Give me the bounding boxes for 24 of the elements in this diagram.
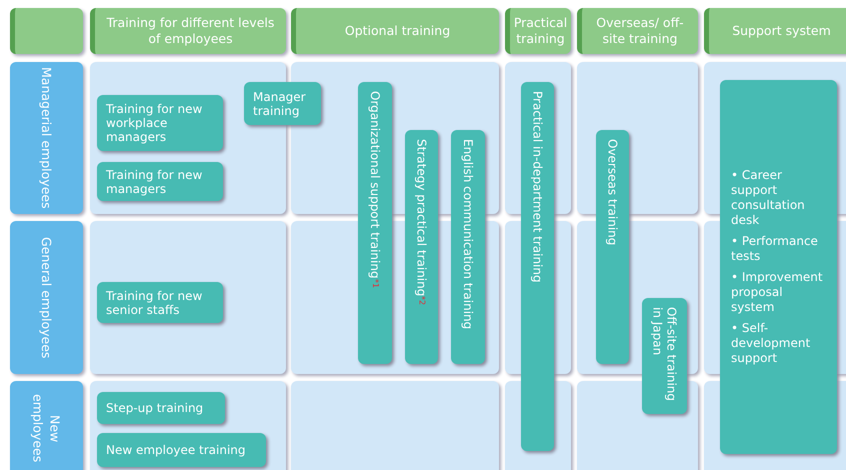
list-item: • Self-development support	[731, 321, 812, 366]
list-item: • Performance tests	[731, 234, 819, 264]
row-header: General employees	[10, 221, 83, 374]
training-bar: Practical in-department training	[521, 82, 554, 451]
column-header: Training for different levels of employees	[90, 8, 286, 54]
row-header: New employees	[10, 381, 83, 470]
corner-header	[10, 8, 83, 54]
list-item: • Career support consultation desk	[731, 168, 806, 228]
training-bar: Off-site training in Japan	[642, 298, 687, 414]
column-header: Support system	[704, 8, 846, 54]
training-box: Training for new workplace managers	[97, 95, 223, 151]
training-box: New employee training	[97, 433, 266, 467]
training-box: Manager training	[244, 82, 321, 125]
support-panel	[720, 80, 837, 454]
list-item: • Improvement proposal system	[731, 270, 824, 315]
column-header: Overseas/ off-site training	[577, 8, 698, 54]
row-header: Managerial employees	[10, 62, 83, 214]
training-box: Training for new managers	[97, 162, 223, 201]
training-bar: English communication training	[451, 130, 485, 364]
column-header: Optional training	[291, 8, 499, 54]
training-bar: Overseas training	[596, 130, 629, 364]
training-box: Step-up training	[97, 392, 225, 424]
training-box: Training for new senior staffs	[97, 282, 223, 323]
column-header: Practical training	[505, 8, 571, 54]
